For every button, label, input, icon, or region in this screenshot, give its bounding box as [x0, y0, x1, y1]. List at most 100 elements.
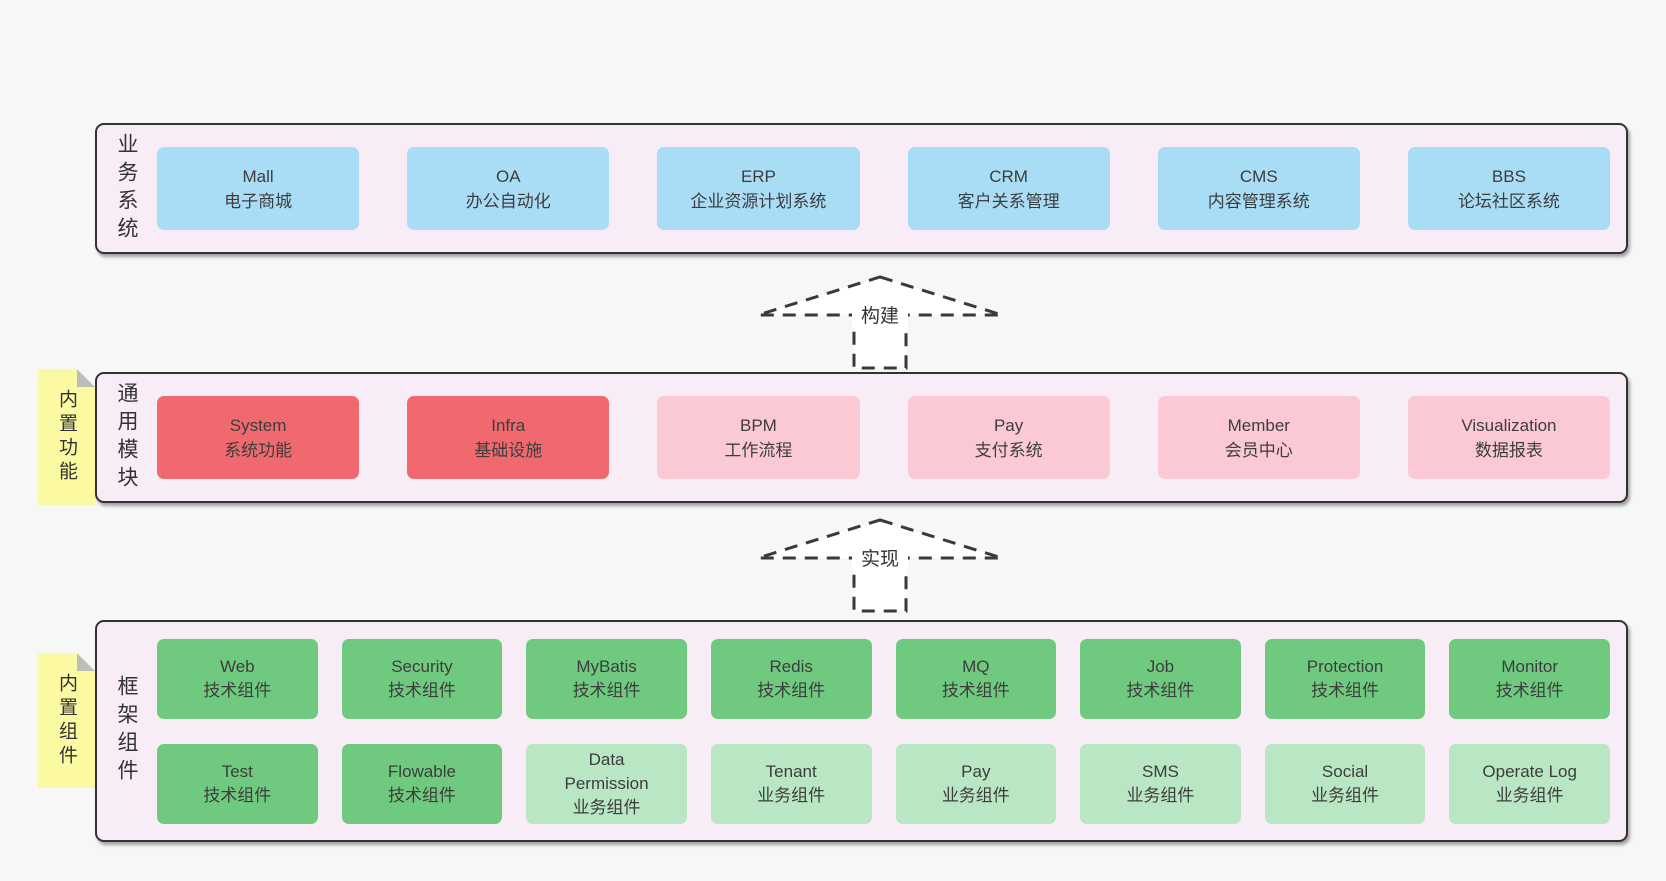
box-mybatis-name: MyBatis — [576, 656, 637, 676]
box-operate-log-desc: 业务组件 — [1495, 785, 1564, 805]
box-erp: ERP 企业资源计划系统 — [657, 147, 860, 230]
box-data-permission-desc: 业务组件 — [572, 797, 641, 817]
box-protection-name: Protection — [1306, 656, 1384, 676]
box-social: Social 业务组件 — [1264, 743, 1426, 824]
box-web-name: Web — [219, 656, 255, 676]
box-oa: OA 办公自动化 — [407, 147, 610, 230]
box-monitor-name: Monitor — [1501, 656, 1559, 676]
box-pay-component: Pay 业务组件 — [895, 743, 1057, 824]
note-fold-icon — [77, 653, 95, 671]
box-cms: CMS 内容管理系统 — [1157, 147, 1360, 230]
box-bpm-desc: 工作流程 — [724, 440, 793, 460]
box-tenant-desc: 业务组件 — [757, 785, 826, 805]
box-protection-desc: 技术组件 — [1311, 680, 1380, 700]
box-bbs-name: BBS — [1491, 166, 1526, 186]
box-visualization-name: Visualization — [1461, 415, 1557, 435]
implement-arrow-label: 实现 — [852, 544, 908, 570]
box-mall: Mall 电子商城 — [157, 147, 360, 230]
business-systems-panel: 业务系统 Mall 电子商城 OA 办公自动化 ERP 企业资源计划系统 CRM… — [95, 123, 1628, 254]
box-infra: Infra 基础设施 — [407, 396, 610, 479]
box-oa-desc: 办公自动化 — [465, 191, 551, 211]
built-in-features-note: 内置功能 — [38, 369, 95, 505]
box-redis-name: Redis — [769, 656, 813, 676]
box-pay-module-desc: 支付系统 — [974, 440, 1043, 460]
box-crm: CRM 客户关系管理 — [907, 147, 1110, 230]
box-sms-desc: 业务组件 — [1126, 785, 1195, 805]
box-monitor: Monitor 技术组件 — [1449, 638, 1610, 719]
box-visualization-desc: 数据报表 — [1474, 440, 1543, 460]
box-mq-name: MQ — [962, 656, 990, 676]
business-systems-label: 业务系统 — [115, 132, 138, 245]
box-member: Member 会员中心 — [1157, 396, 1360, 479]
box-job: Job 技术组件 — [1080, 638, 1241, 719]
box-job-name: Job — [1146, 656, 1175, 676]
box-pay-module: Pay 支付系统 — [907, 396, 1110, 479]
box-bbs-desc: 论坛社区系统 — [1457, 191, 1560, 211]
common-modules-boxes: System 系统功能 Infra 基础设施 BPM 工作流程 Pay 支付系统… — [155, 374, 1626, 501]
box-sms-name: SMS — [1142, 761, 1179, 781]
box-infra-name: Infra — [491, 415, 526, 435]
box-system: System 系统功能 — [157, 396, 360, 479]
box-system-name: System — [229, 415, 287, 435]
box-web: Web 技术组件 — [157, 638, 318, 719]
box-pay-module-name: Pay — [993, 415, 1024, 435]
framework-components-panel: 框架组件 Web 技术组件 Security 技术组件 MyBatis 技术组件… — [95, 620, 1628, 842]
box-security: Security 技术组件 — [341, 638, 503, 719]
box-mybatis: MyBatis 技术组件 — [526, 638, 687, 719]
box-social-name: Social — [1321, 761, 1369, 781]
built-in-features-note-text: 内置功能 — [56, 389, 77, 485]
box-security-name: Security — [391, 656, 453, 676]
box-mq-desc: 技术组件 — [941, 680, 1010, 700]
box-monitor-desc: 技术组件 — [1495, 680, 1564, 700]
framework-components-label: 框架组件 — [115, 675, 138, 787]
built-in-components-note-text: 内置组件 — [56, 672, 77, 769]
box-operate-log: Operate Log 业务组件 — [1449, 743, 1610, 824]
built-in-components-note: 内置组件 — [38, 653, 95, 788]
box-member-name: Member — [1227, 415, 1290, 435]
box-tenant: Tenant 业务组件 — [710, 743, 872, 824]
box-mybatis-desc: 技术组件 — [572, 680, 641, 700]
framework-components-row-1: Web 技术组件 Security 技术组件 MyBatis 技术组件 Redi… — [157, 638, 1610, 719]
box-erp-desc: 企业资源计划系统 — [690, 191, 827, 211]
box-operate-log-name: Operate Log — [1482, 761, 1577, 781]
box-infra-desc: 基础设施 — [474, 440, 543, 460]
box-cms-desc: 内容管理系统 — [1207, 191, 1310, 211]
box-security-desc: 技术组件 — [387, 680, 456, 700]
box-visualization: Visualization 数据报表 — [1407, 396, 1611, 479]
box-data-permission: Data Permission 业务组件 — [526, 743, 687, 824]
box-redis-desc: 技术组件 — [757, 680, 826, 700]
box-crm-desc: 客户关系管理 — [957, 191, 1060, 211]
box-bbs: BBS 论坛社区系统 — [1407, 147, 1611, 230]
box-data-permission-name: Data Permission — [564, 749, 649, 793]
box-bpm-name: BPM — [740, 415, 777, 435]
box-flowable: Flowable 技术组件 — [341, 743, 503, 824]
box-member-desc: 会员中心 — [1224, 440, 1293, 460]
box-protection: Protection 技术组件 — [1264, 638, 1426, 719]
common-modules-label: 通用模块 — [115, 381, 138, 494]
framework-components-rows: Web 技术组件 Security 技术组件 MyBatis 技术组件 Redi… — [155, 622, 1626, 840]
box-flowable-name: Flowable — [387, 761, 456, 781]
box-test-name: Test — [221, 761, 253, 781]
box-crm-name: CRM — [989, 166, 1028, 186]
box-social-desc: 业务组件 — [1311, 785, 1380, 805]
box-tenant-name: Tenant — [765, 761, 817, 781]
box-job-desc: 技术组件 — [1126, 680, 1195, 700]
box-mall-name: Mall — [242, 166, 274, 186]
box-cms-name: CMS — [1239, 166, 1278, 186]
box-pay-component-name: Pay — [961, 761, 991, 781]
box-system-desc: 系统功能 — [224, 440, 293, 460]
framework-components-row-2: Test 技术组件 Flowable 技术组件 Data Permission … — [157, 743, 1610, 824]
box-mq: MQ 技术组件 — [895, 638, 1057, 719]
box-redis: Redis 技术组件 — [710, 638, 872, 719]
box-sms: SMS 业务组件 — [1080, 743, 1241, 824]
box-flowable-desc: 技术组件 — [387, 785, 456, 805]
box-web-desc: 技术组件 — [203, 680, 272, 700]
box-test: Test 技术组件 — [157, 743, 318, 824]
box-erp-name: ERP — [740, 166, 776, 186]
business-systems-boxes: Mall 电子商城 OA 办公自动化 ERP 企业资源计划系统 CRM 客户关系… — [155, 125, 1626, 252]
box-oa-name: OA — [495, 166, 521, 186]
box-pay-component-desc: 业务组件 — [941, 785, 1010, 805]
box-bpm: BPM 工作流程 — [657, 396, 860, 479]
box-test-desc: 技术组件 — [203, 785, 272, 805]
build-arrow-label: 构建 — [852, 301, 908, 327]
